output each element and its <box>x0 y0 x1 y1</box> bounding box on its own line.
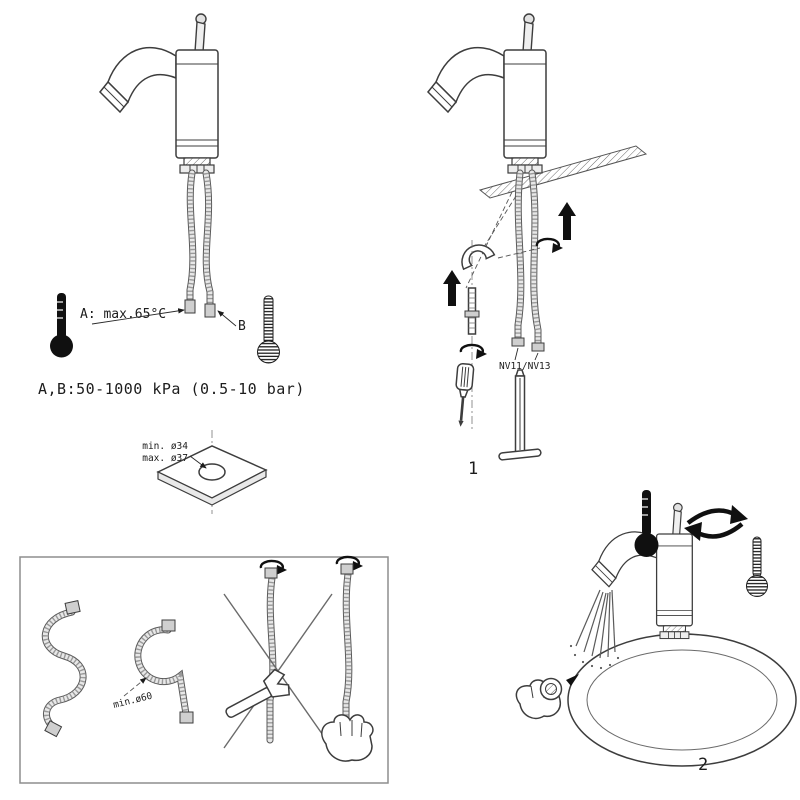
pressure-note: A,B:50-1000 kPa (0.5-10 bar) <box>38 380 305 398</box>
thermometer-hot-icon <box>50 293 73 358</box>
hole-max-diameter: max. ø37 <box>142 453 188 464</box>
water-spray <box>575 589 616 659</box>
swap-arrows-icon <box>684 505 748 541</box>
socket-rod-tool <box>498 369 542 461</box>
figure-step2-flush: 2 <box>515 490 797 775</box>
supply-hoses <box>184 169 216 318</box>
hose-hand-tighten <box>321 555 374 762</box>
hand-icon <box>321 714 374 762</box>
rotate-arrow-icon <box>535 237 565 255</box>
thermometer-hot-icon <box>634 490 659 557</box>
water-droplets <box>569 644 620 670</box>
figure-step1-installation: NV11/NV13 1 <box>427 13 648 479</box>
thermometer-cold-icon <box>257 295 280 364</box>
horseshoe-washer <box>461 244 496 271</box>
step1-number: 1 <box>468 459 478 479</box>
figure-faucet-overview: A: max.65°C B A,B:50-1000 kPa (0.5-10 ba… <box>38 13 305 398</box>
threaded-stud <box>464 287 480 335</box>
label-hot-max-temp: A: max.65°C <box>80 307 166 322</box>
faucet-illustration <box>99 13 219 174</box>
basin <box>567 633 797 767</box>
figure-mounting-hole: min. ø34 max. ø37 <box>142 430 268 514</box>
label-b: B <box>238 319 246 334</box>
wrench-icon <box>225 668 290 718</box>
screwdriver <box>455 362 475 427</box>
lift-up-arrow-icon <box>558 202 576 240</box>
rotate-arrow-icon <box>459 343 489 361</box>
small-arrow-icon <box>566 674 579 686</box>
thermometer-cold-icon <box>746 536 768 597</box>
nut-size-label: NV11/NV13 <box>499 361 550 372</box>
hose-s-bend <box>42 600 87 738</box>
hand-holding-aerator <box>515 674 579 720</box>
figure-hose-handling-panel: min.ø60 <box>19 555 389 784</box>
step2-number: 2 <box>698 755 708 775</box>
hose-no-wrench <box>223 559 333 749</box>
insert-up-arrow-icon <box>443 270 461 306</box>
supply-hoses <box>511 169 545 352</box>
faucet-illustration <box>427 13 547 174</box>
hole-min-diameter: min. ø34 <box>142 441 188 452</box>
